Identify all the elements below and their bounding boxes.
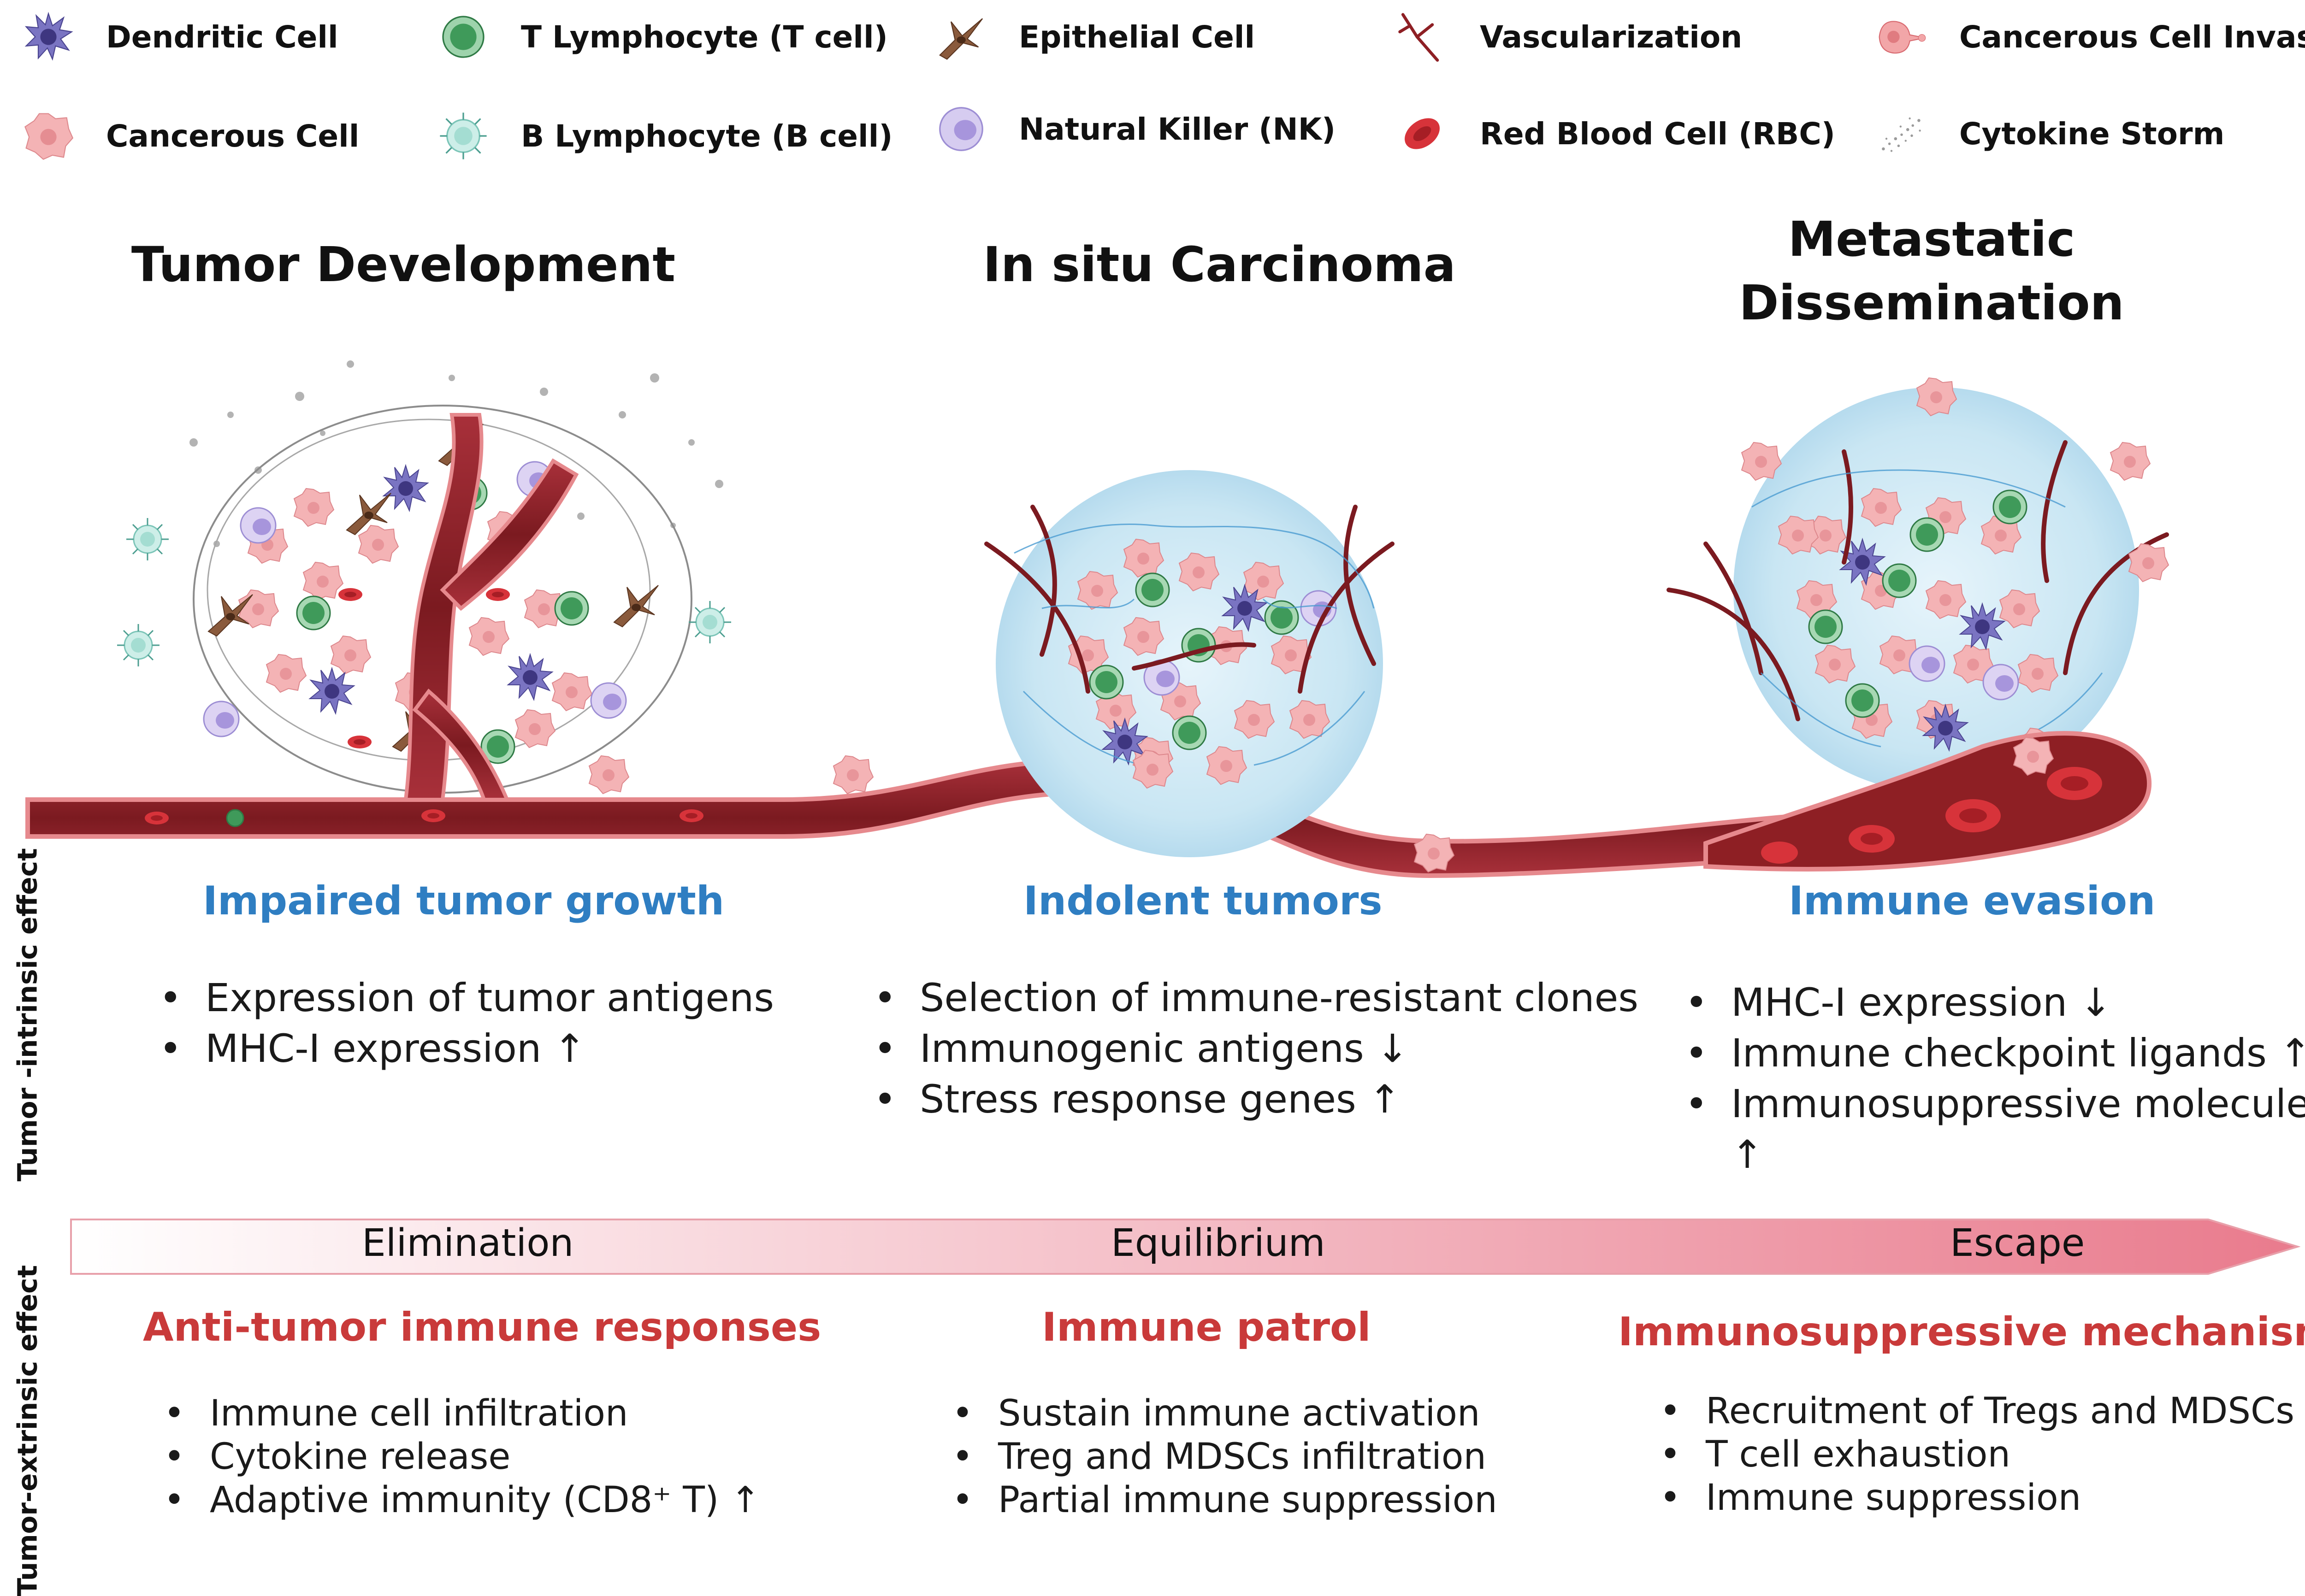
legend-label: Natural Killer (NK) — [1019, 111, 1336, 147]
immunoediting-arrow — [70, 1219, 2300, 1275]
legend-item: Red Blood Cell (RBC) — [1397, 108, 1835, 159]
epithelial-cell-icon — [939, 18, 983, 60]
side-label-tumor-intrinsic: Tumor -intrinsic effect — [12, 848, 43, 1182]
list-item: Recruitment of Tregs and MDSCs — [1660, 1390, 2294, 1433]
tumor-progression-illustration — [25, 360, 2169, 878]
intrinsic-title-indolent-tumors: Indolent tumors — [1023, 878, 1383, 924]
in-situ-carcinoma-cluster — [833, 470, 1454, 872]
extrinsic-list-immune-patrol: Sustain immune activation Treg and MDSCs… — [952, 1392, 1497, 1522]
list-item: Immune cell infiltration — [164, 1392, 761, 1435]
legend-label: B Lymphocyte (B cell) — [521, 118, 893, 154]
extrinsic-title-anti-tumor-immune-responses: Anti-tumor immune responses — [143, 1304, 822, 1350]
metastatic-cluster — [1667, 377, 2169, 872]
intrinsic-list-immune-evasion: MHC-I expression ↓ Immune checkpoint lig… — [1685, 977, 2305, 1180]
list-item: Cytokine release — [164, 1435, 761, 1478]
vascularization-icon — [1398, 13, 1439, 62]
tumor-development-cluster — [116, 360, 732, 827]
legend-item: Cancerous Cell — [23, 111, 359, 161]
phase-elimination: Elimination — [362, 1221, 574, 1265]
list-item: MHC-I expression ↑ — [159, 1023, 774, 1074]
list-item: Treg and MDSCs infiltration — [952, 1435, 1497, 1478]
legend-label: Red Blood Cell (RBC) — [1480, 116, 1835, 152]
legend-item: Dendritic Cell — [23, 12, 338, 62]
list-item: Partial immune suppression — [952, 1478, 1497, 1522]
list-item: Immunogenic antigens ↓ — [874, 1023, 1638, 1074]
stage-title-metastatic-dissemination: Metastatic Dissemination — [1739, 211, 2124, 331]
list-item: Sustain immune activation — [952, 1392, 1497, 1435]
phase-equilibrium: Equilibrium — [1111, 1221, 1325, 1265]
intrinsic-title-impaired-tumor-growth: Impaired tumor growth — [203, 878, 725, 924]
cancerous-cell-invasion-icon — [1879, 21, 1926, 54]
list-item: Expression of tumor antigens — [159, 972, 774, 1023]
list-item: T cell exhaustion — [1660, 1433, 2294, 1476]
legend-item: B Lymphocyte (B cell) — [438, 111, 892, 161]
natural-killer-icon — [939, 107, 983, 151]
b-lymphocyte-icon — [440, 112, 487, 159]
list-item: Immune suppression — [1660, 1476, 2294, 1519]
list-item-continuation: ↑ — [1731, 1132, 1764, 1177]
legend-label: Cancerous Cell — [106, 118, 360, 154]
phase-escape: Escape — [1950, 1221, 2085, 1265]
extrinsic-title-immune-patrol: Immune patrol — [1042, 1304, 1371, 1350]
side-label-tumor-extrinsic: Tumor-extrinsic effect — [12, 1265, 43, 1596]
extrinsic-list-immunosuppressive-mechanisms: Recruitment of Tregs and MDSCs T cell ex… — [1660, 1390, 2294, 1519]
extrinsic-list-anti-tumor-immune-responses: Immune cell infiltration Cytokine releas… — [164, 1392, 761, 1522]
legend-item: Natural Killer (NK) — [936, 104, 1336, 154]
list-item: Immune checkpoint ligands ↑ — [1685, 1028, 2305, 1078]
legend-label: Vascularization — [1480, 19, 1743, 55]
list-item: Immunosuppressive molecules — [1685, 1078, 2305, 1129]
list-item: Adaptive immunity (CD8⁺ T) ↑ — [164, 1478, 761, 1522]
legend-label: T Lymphocyte (T cell) — [521, 19, 888, 55]
intrinsic-title-immune-evasion: Immune evasion — [1789, 878, 2156, 924]
list-item: Selection of immune-resistant clones — [874, 972, 1638, 1023]
t-lymphocyte-icon — [442, 16, 485, 58]
stage-title-in-situ-carcinoma: In situ Carcinoma — [983, 236, 1456, 293]
cytokine-storm-icon — [1882, 117, 1921, 152]
legend-item: Epithelial Cell — [936, 12, 1255, 62]
legend-item: T Lymphocyte (T cell) — [438, 12, 888, 62]
intrinsic-list-indolent-tumors: Selection of immune-resistant clones Imm… — [874, 972, 1638, 1125]
legend-label: Epithelial Cell — [1019, 19, 1255, 55]
red-blood-cell-icon — [1405, 118, 1440, 149]
legend-label: Cancerous Cell Invasion — [1959, 19, 2305, 55]
legend-item: Cytokine Storm — [1876, 108, 2224, 159]
legend-label: Dendritic Cell — [106, 19, 338, 55]
list-item: MHC-I expression ↓ — [1685, 977, 2305, 1028]
legend-item: Cancerous Cell Invasion — [1876, 12, 2305, 62]
extrinsic-title-immunosuppressive-mechanisms: Immunosuppressive mechanisms — [1618, 1309, 2305, 1355]
dendritic-cell-icon — [24, 12, 73, 61]
stage-title-tumor-development: Tumor Development — [131, 236, 676, 293]
list-item: Stress response genes ↑ — [874, 1074, 1638, 1125]
legend-item: Vascularization — [1397, 12, 1742, 62]
cancerous-cell-icon — [24, 113, 74, 160]
intrinsic-list-impaired-tumor-growth: Expression of tumor antigens MHC-I expre… — [159, 972, 774, 1074]
legend-label: Cytokine Storm — [1959, 116, 2225, 152]
